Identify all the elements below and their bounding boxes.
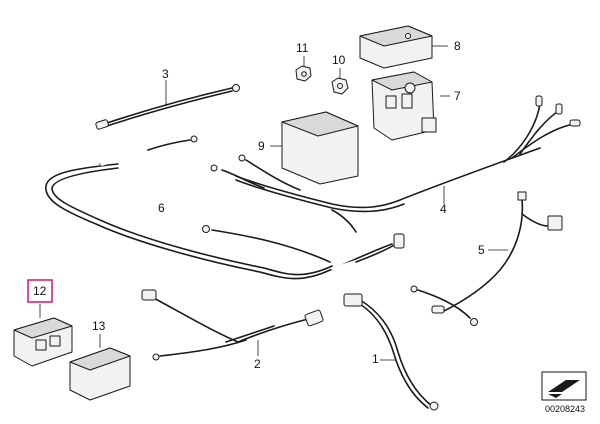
part-9-cover[interactable] [270, 111, 359, 185]
highlight-box [27, 279, 53, 303]
direction-arrow-icon [541, 371, 587, 401]
part-2-cable[interactable] [141, 289, 324, 361]
part-8-relay-box[interactable] [359, 25, 448, 69]
label-8[interactable]: 8 [454, 39, 461, 53]
corrugated-sleeve-bottom [331, 260, 357, 271]
label-9[interactable]: 9 [258, 139, 265, 153]
label-10[interactable]: 10 [332, 53, 346, 67]
part-13-cap[interactable] [69, 334, 131, 401]
corrugated-sleeve-top [99, 149, 149, 166]
part-3-cable[interactable] [95, 80, 240, 130]
part-7-fuse-holder[interactable] [371, 71, 450, 141]
part-1-ground-strap[interactable] [343, 293, 439, 411]
label-13[interactable]: 13 [92, 319, 106, 333]
label-11[interactable]: 11 [296, 41, 309, 55]
label-6[interactable]: 6 [158, 201, 165, 215]
label-2[interactable]: 2 [254, 357, 261, 371]
label-1[interactable]: 1 [372, 352, 379, 366]
part-12-module[interactable] [13, 304, 73, 367]
label-4[interactable]: 4 [440, 202, 447, 216]
label-3[interactable]: 3 [162, 67, 169, 81]
label-5[interactable]: 5 [478, 243, 485, 257]
label-12[interactable]: 12 [33, 284, 47, 298]
part-5-harness[interactable] [410, 191, 563, 326]
part-10-nut[interactable] [331, 68, 349, 95]
label-7[interactable]: 7 [454, 89, 461, 103]
part-6-harness[interactable] [45, 135, 405, 280]
part-4-harness[interactable] [210, 95, 581, 233]
reference-number: 00208243 [545, 404, 585, 414]
part-11-nut[interactable] [295, 56, 312, 82]
